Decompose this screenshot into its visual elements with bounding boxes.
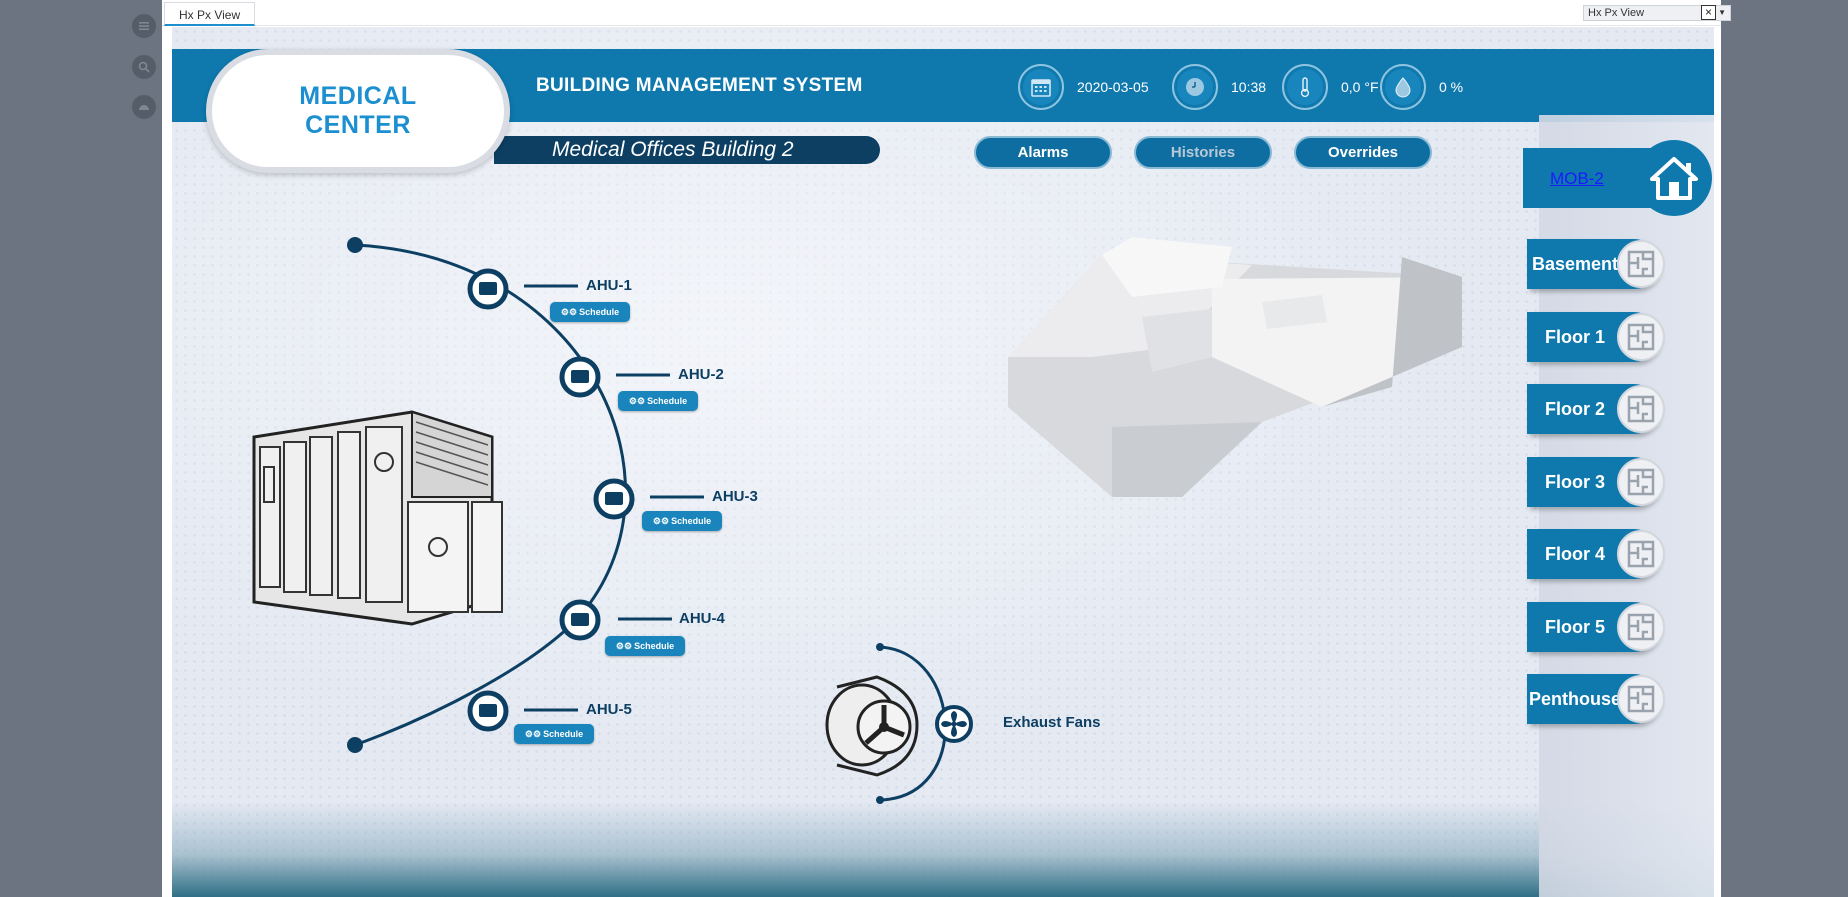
gears-icon: ⚙⚙ [628, 396, 646, 406]
time-value: 10:38 [1231, 79, 1267, 95]
exhaust-fans-label[interactable]: Exhaust Fans [1003, 714, 1101, 731]
thermometer-icon [1282, 64, 1328, 110]
ahu-2-schedule-button[interactable]: ⚙⚙Schedule [618, 391, 698, 411]
floor-plan-icon [1617, 385, 1665, 433]
floor-button-floor-4[interactable]: Floor 4 [1527, 529, 1665, 579]
floor-button-floor-3[interactable]: Floor 3 [1527, 457, 1665, 507]
view-frame: Hx Px View Hx Px View ▼ × BUILDING MANAG… [162, 0, 1731, 897]
left-rail [0, 0, 162, 897]
gears-icon: ⚙⚙ [615, 641, 633, 651]
exhaust-fan-node-icon[interactable] [935, 705, 973, 743]
view-selector[interactable]: Hx Px View ▼ [1583, 5, 1731, 21]
logo-line-1: MEDICAL [299, 82, 417, 110]
tab-hx-px-view[interactable]: Hx Px View [164, 2, 256, 26]
building-name: Medical Offices Building 2 [552, 138, 794, 161]
home-icon[interactable] [1636, 140, 1712, 216]
floor-button-label: Floor 2 [1544, 399, 1605, 419]
floor-button-label: Penthouse [1528, 689, 1621, 709]
page-title: BUILDING MANAGEMENT SYSTEM [536, 75, 863, 96]
schedule-label: Schedule [543, 729, 584, 739]
ahu-1-schedule-button[interactable]: ⚙⚙Schedule [550, 302, 630, 322]
building-name-bar: Medical Offices Building 2 [494, 136, 880, 164]
time-status: 10:38 [1172, 64, 1266, 110]
ahu-1-label[interactable]: AHU-1 [586, 277, 632, 294]
medical-center-logo: MEDICAL CENTER [206, 49, 510, 173]
mob-2-link[interactable]: MOB-2 [1550, 169, 1604, 188]
menu-icon[interactable] [132, 14, 156, 38]
ahu-unit-image [252, 410, 503, 626]
floor-plan-icon [1617, 675, 1665, 723]
floor-button-label: Floor 4 [1544, 544, 1605, 564]
graphic-canvas: BUILDING MANAGEMENT SYSTEM Medical Offic… [172, 27, 1714, 897]
floor-button-label: Floor 1 [1544, 327, 1605, 347]
floor-plan-icon [1617, 530, 1665, 578]
tab-bar: Hx Px View Hx Px View ▼ × [162, 0, 1731, 26]
exhaust-fan-diagram [825, 643, 973, 804]
alarms-button[interactable]: Alarms [974, 136, 1112, 169]
ahu-3-node-icon[interactable] [593, 478, 635, 520]
exhaust-fan-image [825, 675, 919, 777]
overrides-button[interactable]: Overrides [1294, 136, 1432, 169]
schedule-label: Schedule [647, 396, 688, 406]
humidity-status: 0 % [1380, 64, 1463, 110]
floor-button-label: Floor 5 [1544, 617, 1605, 637]
floor-button-floor-1[interactable]: Floor 1 [1527, 312, 1665, 362]
ahu-1-node-icon[interactable] [467, 268, 509, 310]
date-status: 2020-03-05 [1018, 64, 1149, 110]
water-drop-icon [1380, 64, 1426, 110]
floor-button-basement[interactable]: Basement [1527, 239, 1665, 289]
floor-plan-icon [1617, 603, 1665, 651]
floor-button-floor-2[interactable]: Floor 2 [1527, 384, 1665, 434]
gears-icon: ⚙⚙ [560, 307, 578, 317]
temperature-status: 0,0 °F [1282, 64, 1379, 110]
floor-button-label: Basement [1531, 254, 1619, 274]
ahu-2-label[interactable]: AHU-2 [678, 366, 724, 383]
ahu-5-node-icon[interactable] [467, 690, 509, 732]
dashboard-icon[interactable] [132, 95, 156, 119]
ahu-2-node-icon[interactable] [559, 356, 601, 398]
floor-plan-icon [1617, 240, 1665, 288]
gears-icon: ⚙⚙ [652, 516, 670, 526]
ahu-5-schedule-button[interactable]: ⚙⚙Schedule [514, 724, 594, 744]
histories-button[interactable]: Histories [1134, 136, 1272, 169]
floor-plan-icon [1617, 458, 1665, 506]
floor-button-label: Floor 3 [1544, 472, 1605, 492]
date-value: 2020-03-05 [1077, 79, 1149, 95]
ahu-3-label[interactable]: AHU-3 [712, 488, 758, 505]
calendar-icon [1018, 64, 1064, 110]
ahu-nodes [467, 268, 704, 732]
logo-line-2: CENTER [305, 111, 411, 139]
schedule-label: Schedule [634, 641, 675, 651]
floor-gradient [172, 802, 1714, 897]
building-3d-image [1008, 237, 1462, 497]
ahu-5-label[interactable]: AHU-5 [586, 701, 632, 718]
gears-icon: ⚙⚙ [524, 729, 542, 739]
ahu-arc-diagram [252, 237, 627, 753]
ahu-4-label[interactable]: AHU-4 [679, 610, 725, 627]
schedule-label: Schedule [671, 516, 712, 526]
search-icon[interactable] [132, 55, 156, 79]
ahu-4-schedule-button[interactable]: ⚙⚙Schedule [605, 636, 685, 656]
floor-button-floor-5[interactable]: Floor 5 [1527, 602, 1665, 652]
chevron-down-icon: ▼ [1718, 8, 1726, 17]
view-selector-value: Hx Px View [1588, 7, 1645, 19]
ahu-4-node-icon[interactable] [559, 599, 601, 641]
ahu-3-schedule-button[interactable]: ⚙⚙Schedule [642, 511, 722, 531]
close-icon[interactable]: × [1701, 5, 1716, 20]
schedule-label: Schedule [579, 307, 620, 317]
clock-icon [1172, 64, 1218, 110]
floor-plan-icon [1617, 313, 1665, 361]
floor-button-penthouse[interactable]: Penthouse [1527, 674, 1665, 724]
temperature-value: 0,0 °F [1341, 79, 1379, 95]
humidity-value: 0 % [1439, 79, 1464, 95]
